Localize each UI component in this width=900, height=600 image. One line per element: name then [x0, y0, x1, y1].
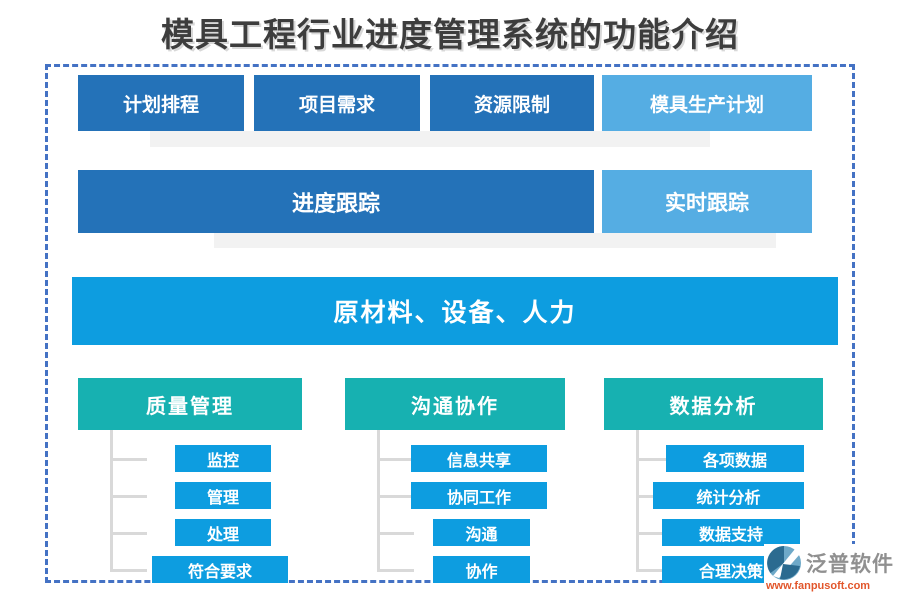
tree-branch-line [110, 495, 147, 498]
leaf-management: 管理 [175, 482, 271, 509]
brand-url: www.fanpusoft.com [766, 580, 871, 592]
tree-branch-line [110, 532, 147, 535]
group-header-communication-collaboration: 沟通协作 [345, 378, 565, 430]
node-mold-production-plan: 模具生产计划 [602, 75, 812, 131]
tree-branch-line [377, 532, 414, 535]
group-header-data-analysis: 数据分析 [604, 378, 823, 430]
node-realtime-tracking: 实时跟踪 [602, 170, 812, 233]
node-resource-constraints: 资源限制 [430, 75, 594, 131]
leaf-collaboration: 协作 [433, 556, 530, 583]
leaf-statistical-analysis: 统计分析 [653, 482, 804, 509]
tree-branch-line [636, 569, 673, 572]
row1-shadow [150, 131, 710, 147]
tree-branch-line [377, 569, 414, 572]
brand-name: 泛普软件 [806, 553, 894, 576]
node-project-requirements: 项目需求 [254, 75, 420, 131]
node-progress-tracking: 进度跟踪 [78, 170, 594, 233]
leaf-collaborative-work: 协同工作 [411, 482, 547, 509]
tree-trunk-line [377, 430, 380, 571]
leaf-data-support: 数据支持 [662, 519, 800, 546]
tree-branch-line [377, 458, 414, 461]
row2-shadow [214, 233, 776, 248]
fanpu-logo-icon [767, 546, 801, 580]
leaf-information-sharing: 信息共享 [411, 445, 547, 472]
tree-trunk-line [636, 430, 639, 571]
node-materials-equipment-manpower: 原材料、设备、人力 [72, 277, 838, 345]
tree-trunk-line [110, 430, 113, 571]
tree-branch-line [636, 458, 673, 461]
tree-branch-line [636, 532, 673, 535]
tree-branch-line [377, 495, 414, 498]
leaf-various-data: 各项数据 [666, 445, 804, 472]
page-title: 模具工程行业进度管理系统的功能介绍 [161, 18, 739, 54]
node-plan-scheduling: 计划排程 [78, 75, 244, 131]
leaf-communication: 沟通 [433, 519, 530, 546]
leaf-monitoring: 监控 [175, 445, 271, 472]
leaf-meets-requirements: 符合要求 [152, 556, 288, 583]
tree-branch-line [110, 569, 147, 572]
group-header-quality-management: 质量管理 [78, 378, 302, 430]
tree-branch-line [110, 458, 147, 461]
brand-logo: 泛普软件 www.fanpusoft.com [764, 544, 893, 594]
leaf-handling: 处理 [175, 519, 271, 546]
